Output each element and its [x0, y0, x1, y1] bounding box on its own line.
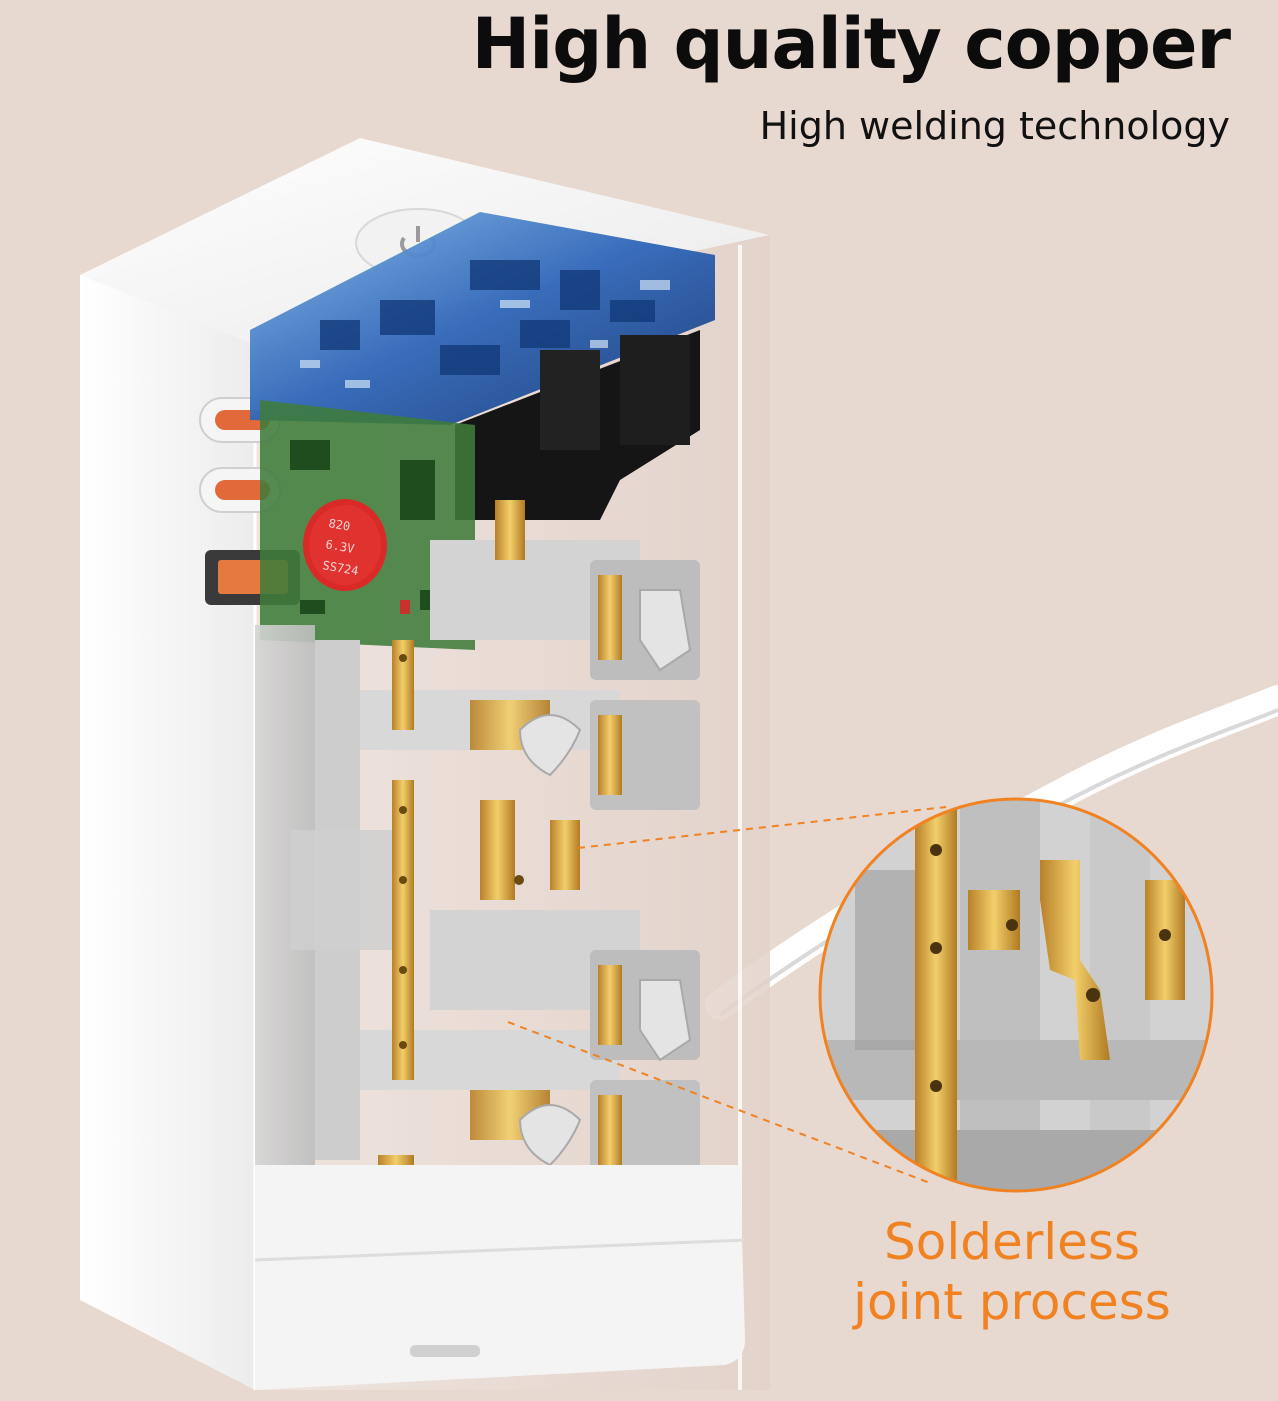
capacitor-label-3: SS724	[321, 558, 359, 578]
housing-left-face	[80, 230, 255, 1390]
detail-zoom-circle	[818, 797, 1214, 1193]
circuit-board	[250, 212, 715, 425]
housing-base	[255, 1165, 745, 1390]
capacitor: 820 6.3V SS724	[303, 499, 387, 591]
callout-leader-lines	[507, 806, 947, 1184]
subheadline: High welding technology	[759, 104, 1230, 148]
capacitor-label-1: 820	[327, 516, 351, 534]
socket-clips	[518, 589, 692, 1167]
capacitor-label-2: 6.3V	[324, 537, 355, 556]
callout-caption: Solderless joint process	[826, 1212, 1198, 1332]
headline: High quality copper	[471, 3, 1231, 85]
callout-line-1: Solderless	[883, 1213, 1141, 1271]
callout-line-2: joint process	[853, 1273, 1171, 1331]
